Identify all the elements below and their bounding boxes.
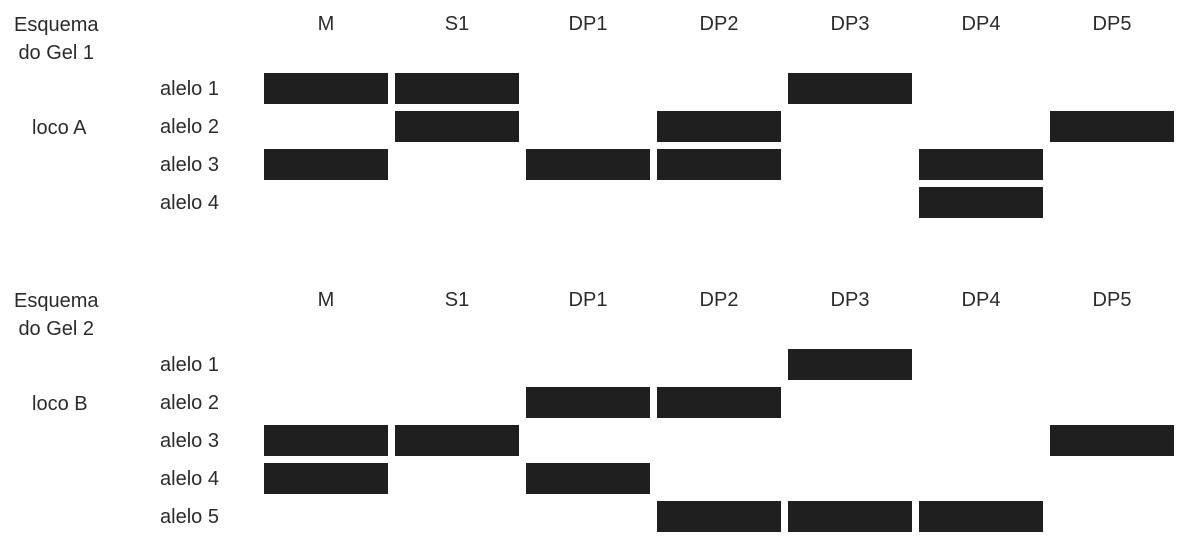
gel-2-band-s1-allele-3 [395,425,519,456]
gel-1-band-dp2-allele-2 [657,111,781,142]
gel-2-band-dp2-allele-5 [657,501,781,532]
gel-2-band-dp3-allele-5 [788,501,912,532]
gel-2-lane-label-dp5: DP5 [1092,289,1132,311]
gel-1-allele-label-3: alelo 3 [160,154,219,176]
gel-2-band-dp1-allele-4 [526,463,650,494]
gel-2-lane-label-dp3: DP3 [830,289,870,311]
gel-1-band-s1-allele-2 [395,111,519,142]
gel-1-title: Esquema do Gel 1 [14,11,99,67]
gel-1-band-dp5-allele-2 [1050,111,1174,142]
gel-2-band-m-allele-4 [264,463,388,494]
gel-1-lane-label-s1: S1 [444,13,470,35]
gel-2-band-dp3-allele-1 [788,349,912,380]
gel-2-title-line-2: do Gel 2 [18,318,95,340]
gel-1-band-m-allele-1 [264,73,388,104]
gel-1-lane-label-m: M [317,13,335,35]
gel-2-title-line-1: Esquema [14,290,99,312]
gel-1-band-dp4-allele-4 [919,187,1043,218]
gel-2-band-m-allele-3 [264,425,388,456]
gel-2-band-dp2-allele-2 [657,387,781,418]
gel-1-lane-label-dp5: DP5 [1092,13,1132,35]
gel-1-band-s1-allele-1 [395,73,519,104]
gel-1-title-line-1: Esquema [14,14,99,36]
gel-2-lane-label-m: M [317,289,335,311]
gel-2-allele-label-4: alelo 4 [160,468,219,490]
gel-2-allele-label-3: alelo 3 [160,430,219,452]
gel-1-band-m-allele-3 [264,149,388,180]
gel-1-band-dp4-allele-3 [919,149,1043,180]
gel-1-lane-label-dp4: DP4 [961,13,1001,35]
gel-2-lane-label-dp2: DP2 [699,289,739,311]
gel-1-allele-label-1: alelo 1 [160,78,219,100]
gel-2-allele-label-1: alelo 1 [160,354,219,376]
gel-2-band-dp4-allele-5 [919,501,1043,532]
gel-2-title: Esquema do Gel 2 [14,287,99,343]
gel-2-lane-label-s1: S1 [444,289,470,311]
gel-1-band-dp1-allele-3 [526,149,650,180]
gel-1-band-dp2-allele-3 [657,149,781,180]
gel-2-lane-label-dp4: DP4 [961,289,1001,311]
gel-1-allele-label-4: alelo 4 [160,192,219,214]
gel-1-locus-label: loco A [32,117,87,139]
gel-2-allele-label-5: alelo 5 [160,506,219,528]
gel-2-band-dp1-allele-2 [526,387,650,418]
gel-1-allele-label-2: alelo 2 [160,116,219,138]
gel-2-band-dp5-allele-3 [1050,425,1174,456]
gel-1-lane-label-dp2: DP2 [699,13,739,35]
gel-1-band-dp3-allele-1 [788,73,912,104]
gel-1-title-line-2: do Gel 1 [18,42,95,64]
gel-1-lane-label-dp3: DP3 [830,13,870,35]
gel-1-lane-label-dp1: DP1 [568,13,608,35]
gel-2-lane-label-dp1: DP1 [568,289,608,311]
gel-2-allele-label-2: alelo 2 [160,392,219,414]
gel-2-locus-label: loco B [32,393,88,415]
